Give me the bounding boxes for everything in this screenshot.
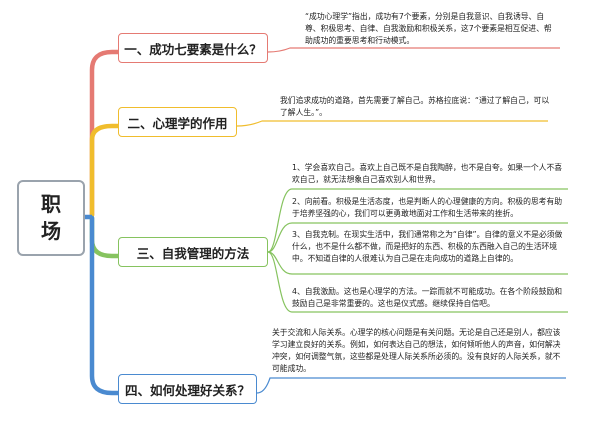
trunk-red — [89, 49, 121, 218]
note-relationships: 关于交流和人际关系。心理学的核心问题是有关问题。无论是自己还是别人，都应该学习建… — [272, 328, 561, 373]
subnote-like-yourself: 1、学会喜欢自己。喜欢上自己既不是自我陶醉，也不是自夸。如果一个人不喜欢自己，就… — [292, 163, 563, 184]
subnote-look-forward: 2、向前看。积极是生活态度，也是判断人的心理健康的方向。积极的思考有助于培养坚强… — [292, 197, 563, 218]
topic-label: 四、如何处理好关系？ — [124, 382, 250, 398]
topic-label: 二、心理学的作用 — [127, 115, 228, 131]
topic-label: 三、自我管理的方法 — [136, 245, 250, 261]
connector-sub1 — [267, 188, 568, 253]
note-success-factors: “成功心理学”指出，成功有7个要素，分别是自我意识、自我诱导、自尊、积极思考、自… — [305, 12, 552, 45]
trunk-yellow — [89, 123, 121, 218]
subnote-self-motivation: 4、自我激励。这也是心理学的方法。一踪而就不可能成功。在各个阶段鼓励和鼓励自己是… — [292, 287, 563, 308]
connector-topic1 — [267, 47, 560, 53]
connector-sub2 — [267, 222, 568, 253]
trunk-blue — [89, 215, 121, 396]
connector-sub3 — [267, 251, 568, 275]
topic-relationships[interactable]: 四、如何处理好关系？ — [118, 374, 257, 404]
trunk-green — [89, 215, 121, 259]
connector-sub4 — [267, 251, 568, 313]
root-node[interactable]: 职场 — [17, 180, 85, 256]
connector-topic4 — [256, 377, 566, 394]
root-label: 职场 — [41, 192, 61, 243]
topic-self-management[interactable]: 三、自我管理的方法 — [118, 237, 268, 267]
topic-label: 一、成功七要素是什么？ — [124, 41, 262, 57]
connector-topic2 — [236, 120, 548, 127]
subnote-self-discipline: 3、自我克制。在现实生活中，我们通常称之为“自律”。自律的意义不是必须做什么，也… — [292, 230, 563, 263]
topic-success-factors[interactable]: 一、成功七要素是什么？ — [118, 33, 268, 63]
note-psychology-role: 我们追求成功的道路，首先需要了解自己。苏格拉底说：“通过了解自己，可以了解人生。… — [280, 96, 550, 117]
topic-psychology-role[interactable]: 二、心理学的作用 — [118, 107, 237, 137]
